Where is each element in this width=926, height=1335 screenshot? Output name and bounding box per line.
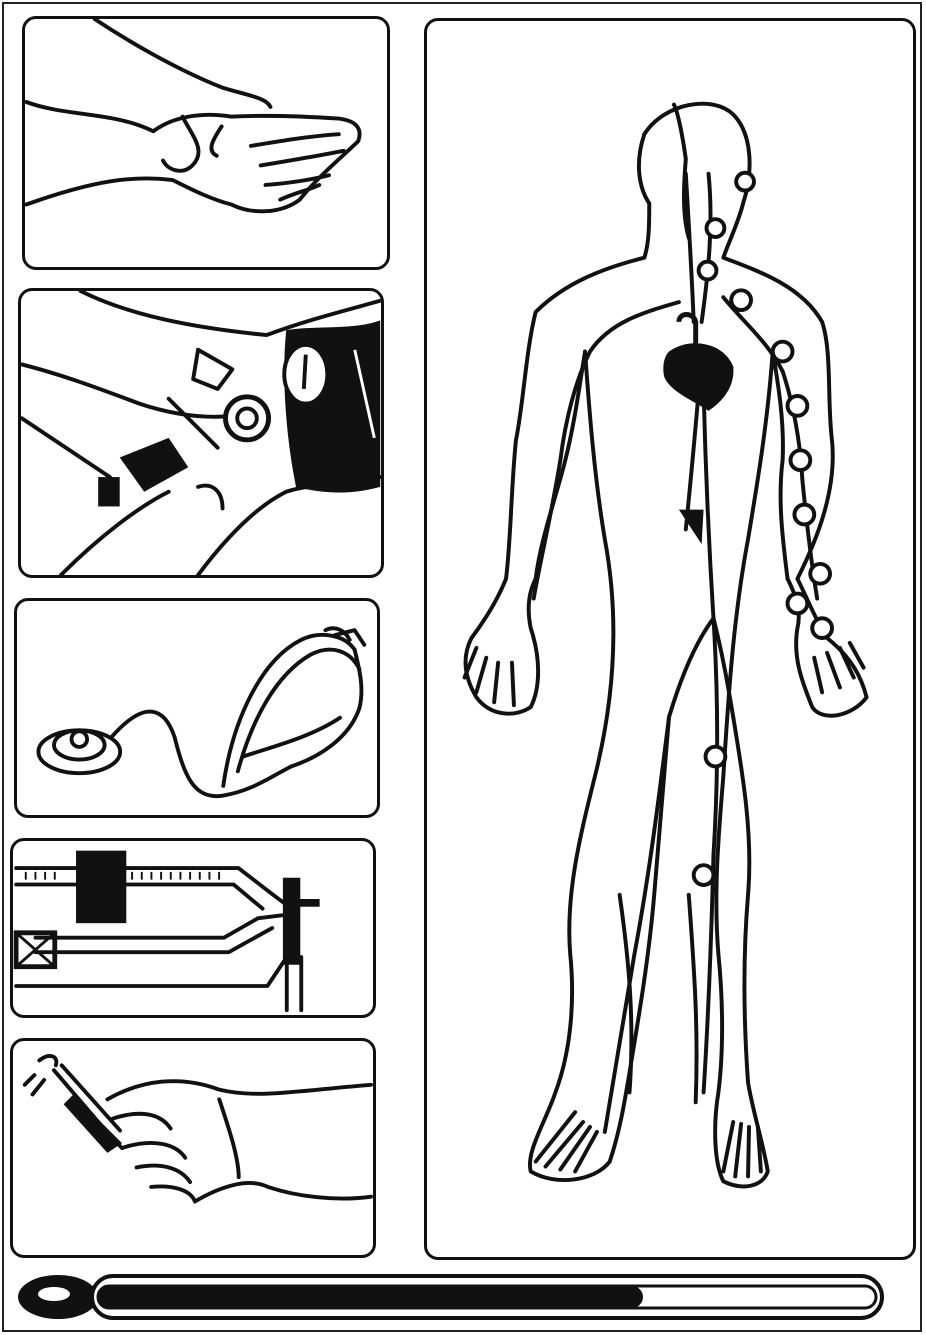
panel-stethoscope — [14, 598, 380, 818]
stethoscope-icon — [17, 601, 377, 815]
thermometer-fill — [98, 1286, 643, 1308]
wrist-pulse-icon — [25, 19, 387, 267]
thermometer-icon — [14, 1268, 894, 1326]
thermometer — [14, 1268, 894, 1326]
panel-wrist-pulse — [22, 16, 390, 270]
hand-instrument-icon — [13, 1041, 373, 1255]
panel-bp-cuff — [18, 288, 384, 578]
panel-hand-instrument — [10, 1038, 376, 1258]
panel-circulatory-figure — [424, 18, 916, 1260]
panel-sphygmomanometer — [10, 838, 376, 1018]
mercury-gauge-icon — [13, 841, 373, 1015]
circulatory-system-icon — [427, 21, 913, 1257]
bp-cuff-icon — [21, 291, 381, 575]
